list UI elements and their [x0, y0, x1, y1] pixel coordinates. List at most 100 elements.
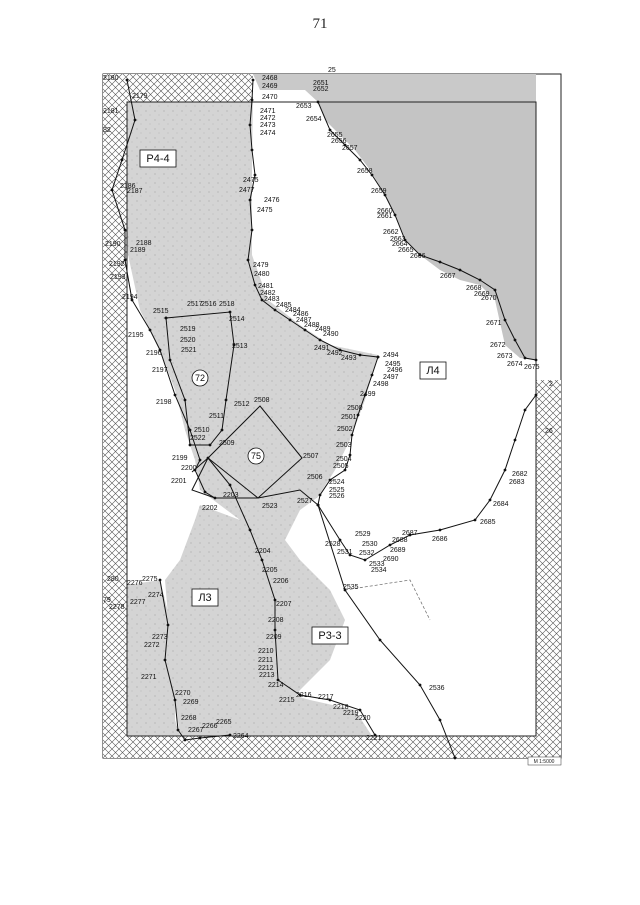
point-label-2673: 2673	[497, 353, 513, 360]
vertex-dot	[158, 348, 162, 352]
point-label-2655: 2655	[327, 132, 343, 139]
vertex-dot	[356, 413, 360, 417]
vertex-dot	[328, 478, 332, 482]
point-label-2204: 2204	[255, 548, 271, 555]
point-label-2495: 2495	[385, 361, 401, 368]
vertex-dot	[158, 578, 162, 582]
point-label-2658: 2658	[357, 168, 373, 175]
point-label-2477: 2477	[239, 187, 255, 194]
vertex-dot	[206, 456, 210, 460]
zone-r44: Р4-4	[139, 149, 177, 168]
vertex-dot	[523, 356, 527, 360]
point-label-2662: 2662	[383, 229, 399, 236]
point-label-2270: 2270	[175, 690, 191, 697]
vertex-dot	[523, 408, 527, 412]
point-label-2499: 2499	[360, 391, 376, 398]
vertex-dot	[260, 558, 264, 562]
vertex-dot	[193, 468, 197, 472]
vertex-dot	[130, 298, 134, 302]
point-label-2471: 2471	[260, 108, 276, 115]
point-label-2526: 2526	[329, 493, 345, 500]
vertex-dot	[328, 128, 332, 132]
vertex-dot	[348, 553, 352, 557]
point-label-79: 79	[103, 597, 111, 604]
point-label-2186: 2186	[120, 183, 136, 190]
point-label-2214: 2214	[268, 682, 284, 689]
point-label-2179: 2179	[132, 93, 148, 100]
point-label-2206: 2206	[273, 578, 289, 585]
zone-l4: Л4	[419, 361, 447, 380]
vertex-dot	[288, 318, 292, 322]
point-label-2503: 2503	[336, 442, 352, 449]
point-label-2502: 2502	[337, 426, 353, 433]
point-label-2533: 2533	[369, 561, 385, 568]
vertex-dot	[133, 118, 137, 122]
point-label-2508: 2508	[254, 397, 270, 404]
vertex-dot	[513, 438, 517, 442]
point-label-2501: 2501	[341, 414, 357, 421]
vertex-dot	[473, 518, 477, 522]
point-label-2663: 2663	[390, 236, 406, 243]
point-label-2664: 2664	[392, 241, 408, 248]
vertex-dot	[228, 733, 232, 737]
point-label-2528: 2528	[325, 541, 341, 548]
point-label-2194: 2194	[122, 294, 138, 301]
vertex-dot	[110, 188, 114, 192]
point-label-2521: 2521	[181, 347, 197, 354]
point-label-2271: 2271	[141, 674, 157, 681]
vertex-dot	[488, 498, 492, 502]
point-label-2264: 2264	[233, 733, 249, 740]
circled-72-label: 72	[195, 373, 205, 383]
vertex-dot	[250, 98, 254, 102]
point-label-2475b: 2475	[257, 207, 273, 214]
zone-r44-label: Р4-4	[146, 153, 169, 165]
sea-area-upper	[253, 74, 536, 102]
point-label-2506: 2506	[307, 474, 323, 481]
point-label-2481: 2481	[258, 283, 274, 290]
point-label-2531: 2531	[337, 549, 353, 556]
vertex-dot	[188, 443, 192, 447]
vertex-dot	[213, 496, 217, 500]
vertex-dot	[438, 528, 442, 532]
vertex-dot	[348, 453, 352, 457]
point-label-2527: 2527	[297, 498, 313, 505]
point-label-2221: 2221	[366, 735, 382, 742]
vertex-dot	[303, 328, 307, 332]
vertex-dot	[163, 658, 167, 662]
vertex-dot	[343, 588, 347, 592]
point-label-2473: 2473	[260, 122, 276, 129]
point-label-2534: 2534	[371, 567, 387, 574]
point-label-2482: 2482	[260, 290, 276, 297]
point-label-2200: 2200	[181, 465, 197, 472]
point-label-2688: 2688	[392, 537, 408, 544]
point-label-2207: 2207	[276, 601, 292, 608]
zone-l4-label: Л4	[426, 365, 439, 377]
point-label-2535: 2535	[343, 584, 359, 591]
point-label-2666: 2666	[410, 253, 426, 260]
vertex-dot	[388, 543, 392, 547]
point-label-2671: 2671	[486, 320, 502, 327]
point-label-2492: 2492	[327, 350, 343, 357]
scale-label: М 1:5000	[534, 759, 555, 765]
point-label-2193: 2193	[110, 274, 126, 281]
zone-r33: Р3-3	[311, 626, 349, 645]
vertex-dots	[110, 78, 538, 760]
point-label-2469: 2469	[262, 83, 278, 90]
point-label-2203: 2203	[223, 492, 239, 499]
vertex-dot	[408, 533, 412, 537]
vertex-dot	[458, 268, 462, 272]
point-label-2651: 2651	[313, 80, 329, 87]
vertex-dot	[248, 198, 252, 202]
vertex-dot	[250, 228, 254, 232]
vertex-dot	[383, 193, 387, 197]
vertex-dot	[173, 393, 177, 397]
point-label-2523: 2523	[262, 503, 278, 510]
vertex-dot	[203, 490, 207, 494]
vertex-dot	[358, 353, 362, 357]
vertex-dot	[198, 458, 202, 462]
point-label-2201: 2201	[171, 478, 187, 485]
vertex-dot	[276, 678, 280, 682]
vertex-dot	[232, 343, 236, 347]
point-label-2202: 2202	[202, 505, 218, 512]
